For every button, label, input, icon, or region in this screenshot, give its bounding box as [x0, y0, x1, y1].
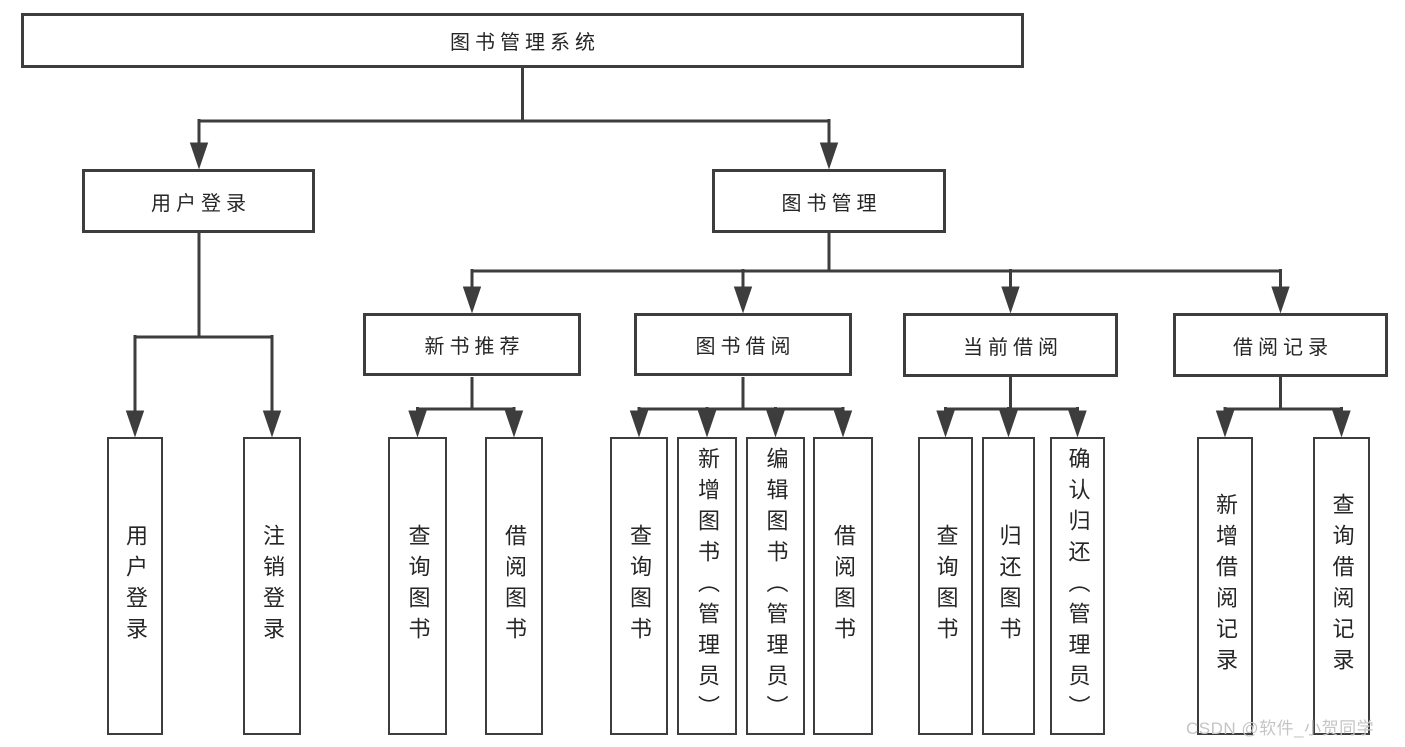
arrowhead: [1068, 410, 1087, 438]
node-borrow-records: 借阅记录: [1173, 313, 1388, 377]
leaf-user-login: 用户登录: [107, 437, 163, 735]
node-book-mgmt: 图书管理: [712, 169, 946, 233]
node-book-mgmt-label: 图书管理: [781, 192, 882, 215]
leaf-newbooks-borrow-label: 借阅图书: [502, 524, 527, 648]
arrowhead: [408, 410, 427, 438]
leaf-currentborrow-return-label: 归还图书: [996, 524, 1022, 648]
node-user-login-label: 用户登录: [151, 192, 251, 215]
leaf-records-query: 查询借阅记录: [1313, 437, 1370, 735]
leaf-user-login-label: 用户登录: [123, 524, 148, 648]
leaf-bookborrow-query-label: 查询图书: [627, 524, 652, 648]
edge-currentborrow-to-leaves: [944, 377, 1079, 416]
arrowhead: [462, 286, 482, 314]
leaf-records-query-label: 查询借阅记录: [1329, 493, 1355, 679]
arrowhead: [125, 410, 145, 438]
leaf-bookborrow-borrow: 借阅图书: [813, 437, 873, 735]
arrowhead: [629, 410, 649, 438]
node-root: 图书管理系统: [21, 13, 1024, 68]
arrowhead: [189, 142, 209, 170]
leaf-currentborrow-query: 查询图书: [918, 437, 973, 735]
leaf-bookborrow-add: 新增图书（管理员）: [677, 437, 737, 735]
leaf-bookborrow-query: 查询图书: [610, 437, 668, 735]
leaf-bookborrow-borrow-label: 借阅图书: [831, 524, 856, 648]
arrowhead: [697, 410, 717, 438]
node-new-books: 新书推荐: [363, 313, 581, 376]
node-borrow-records-label: 借阅记录: [1233, 336, 1333, 359]
arrowhead: [504, 410, 524, 438]
arrowhead: [999, 410, 1018, 438]
leaf-newbooks-borrow: 借阅图书: [485, 437, 543, 735]
arrowhead: [1215, 410, 1235, 438]
arrowhead: [833, 410, 853, 438]
arrowhead: [1332, 410, 1351, 438]
node-root-label: 图书管理系统: [450, 32, 600, 54]
watermark: CSDN @软件_小贺同学: [1186, 719, 1375, 738]
leaf-bookborrow-add-label: 新增图书（管理员）: [695, 446, 720, 726]
leaf-logout-label: 注销登录: [260, 524, 285, 648]
edge-root-to-level2: [197, 68, 831, 147]
leaf-newbooks-query: 查询图书: [388, 437, 447, 735]
arrowhead: [262, 410, 282, 438]
node-user-login: 用户登录: [82, 169, 315, 233]
edge-borrowrecords-to-leaves: [1223, 377, 1343, 416]
leaf-currentborrow-confirm-label: 确认归还（管理员）: [1065, 446, 1091, 726]
arrowhead: [733, 286, 753, 314]
leaf-bookborrow-edit-label: 编辑图书（管理员）: [763, 446, 789, 726]
leaf-records-add-label: 新增借阅记录: [1213, 493, 1238, 679]
node-new-books-label: 新书推荐: [424, 336, 525, 358]
arrowhead: [819, 142, 839, 170]
node-book-borrow: 图书借阅: [634, 313, 852, 376]
node-current-borrow-label: 当前借阅: [963, 336, 1063, 359]
leaf-logout: 注销登录: [243, 437, 301, 735]
edge-userlogin-to-leaves: [133, 233, 274, 416]
leaf-records-add: 新增借阅记录: [1197, 437, 1253, 735]
arrowhead: [1001, 286, 1020, 314]
edge-bookborrow-to-leaves: [637, 377, 845, 416]
arrowhead: [766, 410, 785, 438]
leaf-currentborrow-return: 归还图书: [982, 437, 1035, 735]
leaf-currentborrow-query-label: 查询图书: [933, 524, 959, 648]
leaf-newbooks-query-label: 查询图书: [405, 524, 431, 648]
arrowhead: [1271, 286, 1290, 314]
node-book-borrow-label: 图书借阅: [695, 336, 796, 358]
edge-newbooks-to-leaves: [416, 377, 516, 416]
edge-bookmgmt-to-level3: [470, 233, 1282, 291]
node-current-borrow: 当前借阅: [903, 313, 1118, 377]
arrowhead: [936, 410, 955, 438]
arrowheads: [125, 142, 1351, 438]
leaf-currentborrow-confirm: 确认归还（管理员）: [1050, 437, 1105, 735]
leaf-bookborrow-edit: 编辑图书（管理员）: [746, 437, 805, 735]
